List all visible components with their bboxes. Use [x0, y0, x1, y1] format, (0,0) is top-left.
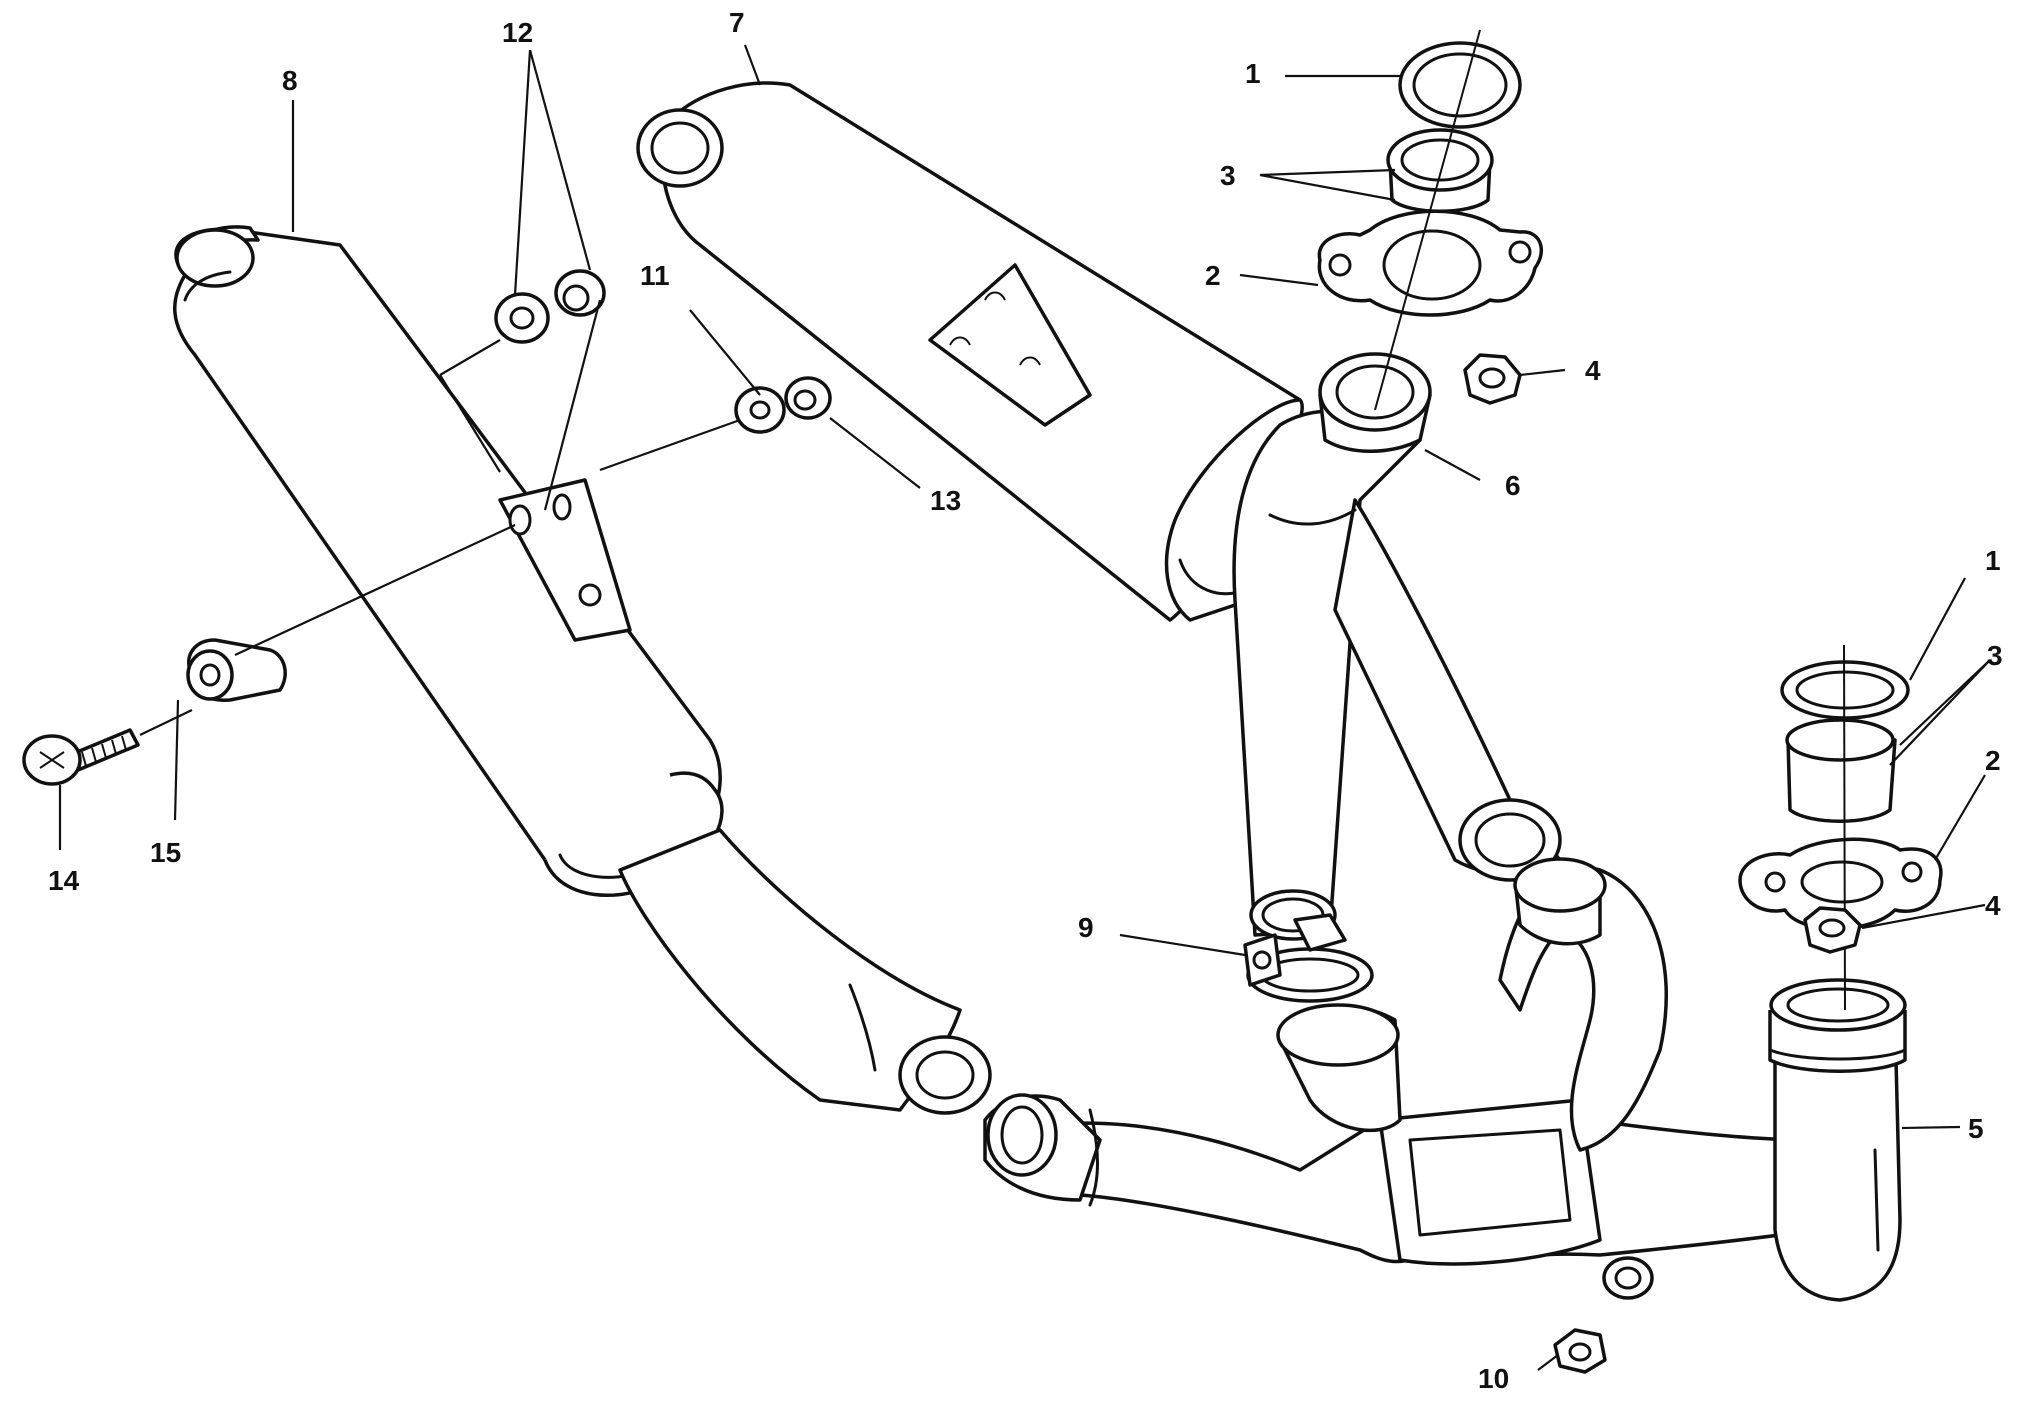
callout-12: 12: [502, 17, 533, 48]
drain-plug: [1553, 1328, 1607, 1374]
callout-3-upper: 3: [1220, 160, 1236, 191]
callout-15: 15: [150, 837, 181, 868]
crossover-header: [983, 857, 1907, 1302]
flange-nut-upper: [1463, 353, 1522, 405]
left-silencer: [173, 225, 992, 1115]
callout-5: 5: [1968, 1113, 1984, 1144]
callout-9: 9: [1078, 912, 1094, 943]
assembly-lines: [139, 299, 741, 736]
callout-4-upper: 4: [1585, 355, 1601, 386]
callout-1-upper: 1: [1245, 58, 1261, 89]
rubber-grommets: [494, 269, 606, 344]
callout-14: 14: [48, 865, 80, 896]
pipe-clamp: [1243, 913, 1374, 1003]
leader-lines: [58, 44, 1991, 1371]
callout-6: 6: [1505, 470, 1521, 501]
upper-flange-stack: [1317, 29, 1543, 411]
callout-numbers: 1 3 2 4 6 7 8 12 11 13 14 15 9 10 1 3 2 …: [48, 7, 2003, 1394]
lower-flange-stack: [1738, 644, 1943, 1011]
callout-7: 7: [729, 7, 745, 38]
callout-1-lower: 1: [1985, 545, 2001, 576]
flange-nut-lower: [1803, 906, 1862, 954]
right-silencer: [636, 81, 1562, 941]
callout-13: 13: [930, 485, 961, 516]
callout-10: 10: [1478, 1363, 1509, 1394]
callout-2-lower: 2: [1985, 745, 2001, 776]
callout-8: 8: [282, 65, 298, 96]
callout-4-lower: 4: [1985, 890, 2001, 921]
callout-2-upper: 2: [1205, 260, 1221, 291]
callout-11: 11: [640, 260, 670, 291]
spacer-and-bolt: [22, 638, 287, 786]
callout-3-lower: 3: [1987, 640, 2003, 671]
washer-and-nut: [734, 376, 832, 434]
